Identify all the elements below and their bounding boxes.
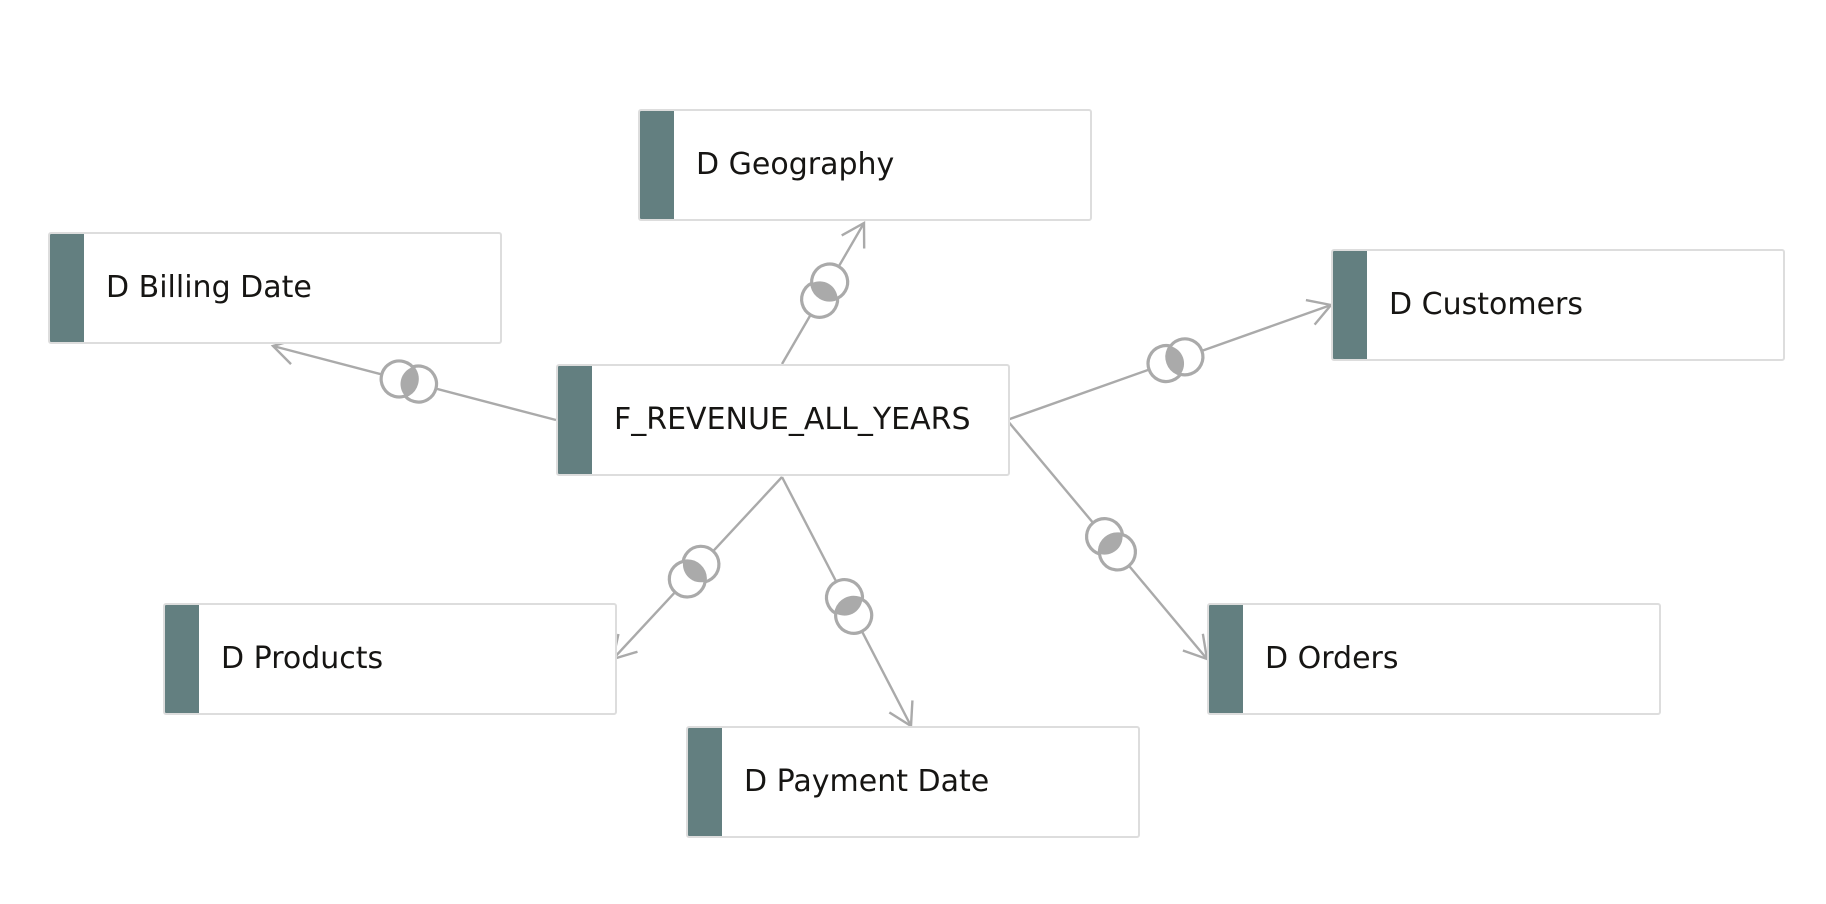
dimension-label: D Billing Date [106,270,312,305]
node-color-bar [1209,605,1243,713]
join-link-geography[interactable] [780,220,866,365]
dimension-node-geography[interactable]: D Geography [638,109,1092,221]
dimension-label: D Products [221,641,384,676]
fact-table-node[interactable]: F_REVENUE_ALL_YEARS [556,364,1010,476]
join-overlap [1166,346,1185,375]
dimension-label: D Orders [1265,641,1399,676]
node-color-bar [640,111,674,219]
join-link-payment[interactable] [780,476,914,729]
node-color-bar [1333,251,1367,359]
join-link-billing[interactable] [270,337,557,422]
dimension-node-billing-date[interactable]: D Billing Date [48,232,502,344]
dimension-node-customers[interactable]: D Customers [1331,249,1785,361]
join-overlap [682,560,706,583]
inner-join-icon[interactable] [1143,334,1208,387]
dimension-label: D Payment Date [744,764,990,799]
join-overlap [400,367,418,396]
fact-table-label: F_REVENUE_ALL_YEARS [614,402,971,437]
inner-join-icon[interactable] [662,539,726,605]
join-link-orders[interactable] [1006,419,1209,661]
node-color-bar [558,366,592,474]
arrowhead-icon [841,220,866,249]
inner-join-icon[interactable] [795,257,854,324]
dimension-node-products[interactable]: D Products [163,603,617,715]
join-overlap [835,597,863,616]
dimension-label: D Customers [1389,287,1583,322]
join-overlap [811,281,838,301]
inner-join-icon[interactable] [1079,511,1143,577]
join-link-products[interactable] [611,476,783,661]
dimension-node-orders[interactable]: D Orders [1207,603,1661,715]
inner-join-icon[interactable] [820,573,878,639]
dimension-label: D Geography [696,147,895,182]
dimension-node-payment-date[interactable]: D Payment Date [686,726,1140,838]
inner-join-icon[interactable] [377,357,440,406]
node-color-bar [50,234,84,342]
node-color-bar [688,728,722,836]
join-overlap [1099,534,1123,555]
node-color-bar [165,605,199,713]
join-link-customers[interactable] [1006,298,1334,422]
